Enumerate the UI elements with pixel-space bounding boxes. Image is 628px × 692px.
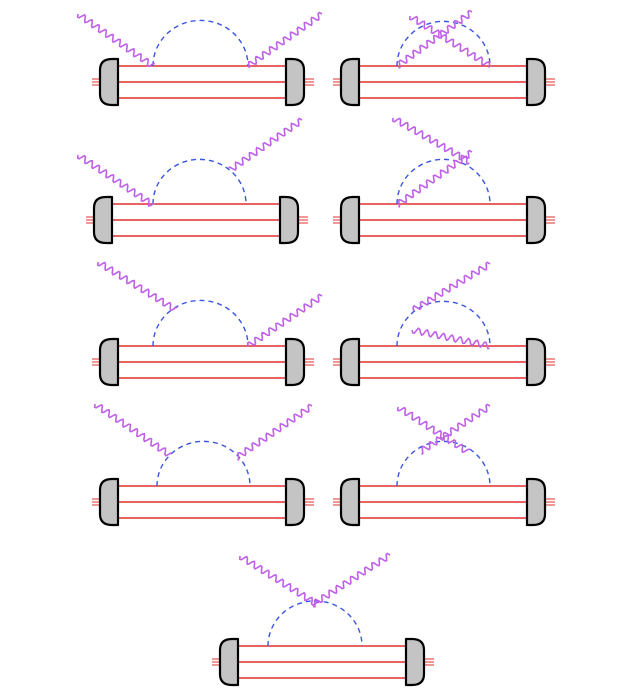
dashed-loop	[396, 20, 491, 67]
photon-line-2	[246, 293, 323, 347]
right-blob	[284, 337, 306, 387]
photon-line-2	[398, 9, 473, 69]
feynman-diagram-d7	[92, 403, 314, 527]
photon-line-1	[76, 154, 155, 207]
photon-line-1	[96, 261, 178, 312]
left-blob	[98, 337, 120, 387]
photon-line-1	[238, 555, 320, 606]
right-blob	[525, 477, 547, 527]
left-blob	[339, 477, 361, 527]
dashed-loop	[152, 158, 247, 205]
photon-line-2	[398, 149, 473, 208]
left-blob	[218, 637, 240, 687]
photon-line-2	[421, 403, 491, 455]
dashed-loop	[396, 300, 491, 347]
feynman-diagram-d8	[333, 403, 555, 527]
right-blob	[525, 57, 547, 107]
photon-line-1	[411, 327, 490, 350]
right-blob	[284, 477, 306, 527]
dashed-loop	[396, 158, 491, 205]
feynman-diagram-d9	[212, 552, 434, 687]
right-blob	[284, 57, 306, 107]
photon-line-2	[228, 117, 303, 171]
photon-line-1	[392, 117, 470, 165]
dashed-loop	[156, 440, 251, 487]
feynman-diagram-d2	[333, 9, 555, 107]
photon-line-2	[247, 11, 323, 69]
dashed-loop	[152, 299, 249, 347]
photon-line-2	[312, 552, 391, 608]
photon-line-1	[408, 15, 491, 68]
feynman-diagram-d4	[333, 117, 555, 245]
right-blob	[278, 195, 300, 245]
left-blob	[339, 57, 361, 107]
right-blob	[525, 195, 547, 245]
photon-line-1	[93, 403, 172, 457]
right-blob	[525, 337, 547, 387]
left-blob	[339, 195, 361, 245]
photon-line-1	[76, 13, 156, 67]
dashed-loop	[152, 19, 249, 67]
right-blob	[404, 637, 426, 687]
left-blob	[98, 57, 120, 107]
feynman-diagram-d6	[333, 261, 555, 387]
feynman-diagram-d3	[76, 117, 308, 245]
photon-line-2	[237, 403, 313, 461]
left-blob	[339, 337, 361, 387]
dashed-loop	[396, 440, 491, 487]
left-blob	[92, 195, 114, 245]
feynman-diagram-d5	[92, 261, 323, 387]
photon-line-1	[396, 406, 470, 454]
photon-line-2	[412, 261, 491, 311]
feynman-diagram-d1	[76, 11, 323, 107]
left-blob	[98, 477, 120, 527]
